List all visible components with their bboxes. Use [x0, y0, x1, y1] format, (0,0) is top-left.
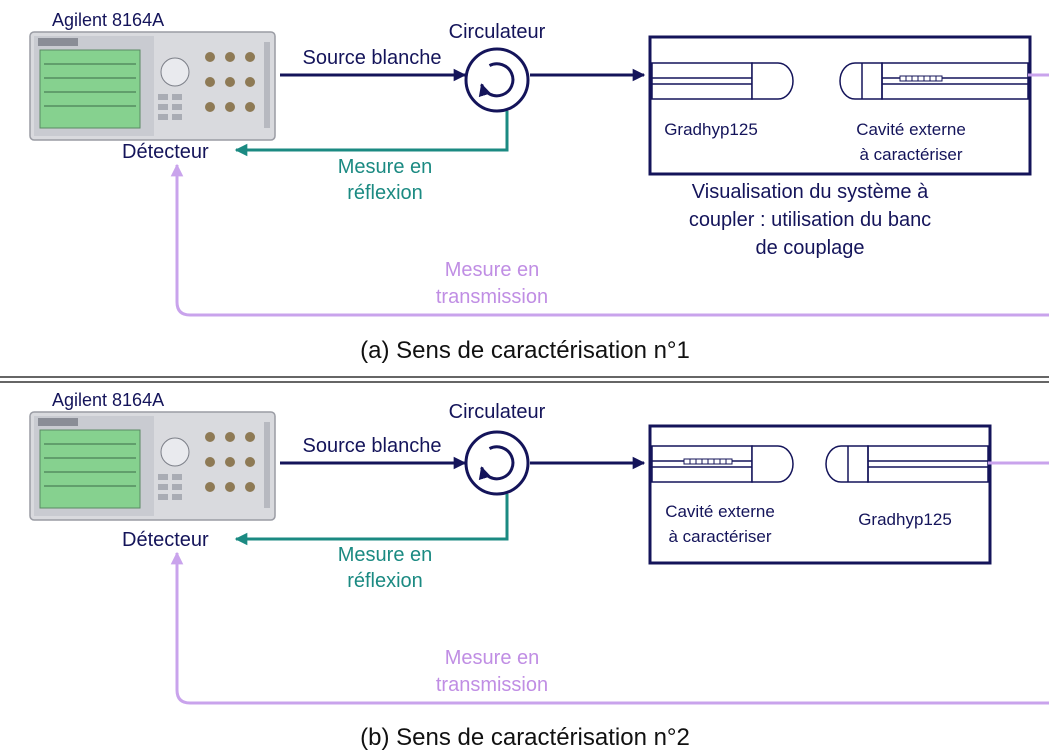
- bench-left-label-line-2: à caractériser: [669, 527, 772, 546]
- reflection-label-line-2: réflexion: [347, 570, 423, 592]
- reflection-label-line-1: Mesure en: [338, 544, 433, 566]
- caption-b: (b) Sens de caractérisation n°2: [360, 724, 690, 751]
- cavity-fiber-icon: [839, 62, 1029, 100]
- cavity-fiber-icon: [651, 445, 794, 483]
- gradhyp-fiber-icon: [825, 445, 989, 483]
- instrument-label: Agilent 8164A: [52, 390, 164, 410]
- circulator-icon: [464, 430, 530, 496]
- bench-right-label-line-1: Cavité externe: [856, 120, 966, 139]
- bench-left-label: Gradhyp125: [664, 120, 758, 139]
- reflection-label-line-1: Mesure en: [338, 156, 433, 178]
- source-label: Source blanche: [303, 435, 442, 457]
- circulator-label: Circulateur: [449, 401, 546, 423]
- reflection-arrow: [234, 494, 509, 546]
- bench-caption-line-3: de couplage: [756, 237, 865, 259]
- transmission-label-line-2: transmission: [436, 674, 548, 696]
- transmission-label-line-1: Mesure en: [445, 647, 540, 669]
- circulator-icon: [464, 47, 530, 113]
- bench-caption-line-2: coupler : utilisation du banc: [689, 209, 931, 231]
- transmission-label-line-1: Mesure en: [445, 259, 540, 281]
- transmission-arrow: [177, 461, 1049, 705]
- detector-label: Détecteur: [122, 529, 209, 551]
- panel-a: Agilent 8164A Circulateur Source blanche…: [29, 10, 1049, 364]
- reflection-label-line-2: réflexion: [347, 182, 423, 204]
- panel-b: Agilent 8164A Circulateur Source blanche…: [29, 390, 1049, 751]
- instrument-label: Agilent 8164A: [52, 10, 164, 30]
- circulator-label: Circulateur: [449, 21, 546, 43]
- source-label: Source blanche: [303, 47, 442, 69]
- reflection-arrow: [234, 111, 509, 157]
- coupling-bench-box: [648, 424, 992, 565]
- bench-right-label-line-2: à caractériser: [860, 145, 963, 164]
- bench-right-label: Gradhyp125: [858, 510, 952, 529]
- bench-caption-line-1: Visualisation du système à: [692, 181, 929, 203]
- transmission-arrow: [177, 73, 1049, 317]
- agilent-instrument-image: [29, 411, 276, 521]
- panel-separator: [0, 376, 1049, 383]
- gradhyp-fiber-icon: [651, 62, 794, 100]
- agilent-instrument-image: [29, 31, 276, 141]
- detector-label: Détecteur: [122, 141, 209, 163]
- caption-a: (a) Sens de caractérisation n°1: [360, 337, 690, 364]
- bench-left-label-line-1: Cavité externe: [665, 502, 775, 521]
- coupling-bench-box: [648, 35, 1032, 176]
- transmission-label-line-2: transmission: [436, 286, 548, 308]
